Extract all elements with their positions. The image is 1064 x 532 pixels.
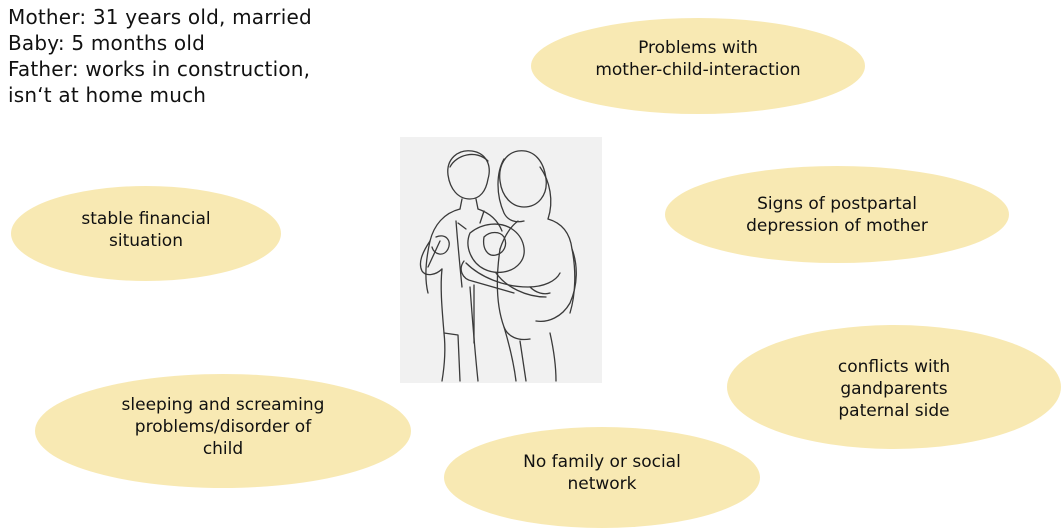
factor-bubble-conflicts: conflicts with gandparents paternal side: [727, 325, 1061, 449]
factor-bubble-depression: Signs of postpartal depression of mother: [665, 166, 1009, 263]
father-info-line-2: isn‘t at home much: [8, 83, 207, 107]
factor-financial-line-1: stable financial: [81, 208, 211, 229]
baby-info: Baby: 5 months old: [8, 31, 206, 55]
factor-sleeping-line-3: child: [202, 439, 244, 459]
factor-bubble-network: No family or social network: [444, 427, 760, 528]
factor-bubble-interaction: Problems with mother-child-interaction: [531, 18, 865, 114]
factor-conflicts-line-2: gandparents: [840, 379, 948, 399]
factor-sleeping-line-2: problems/disorder of: [134, 417, 312, 437]
factor-conflicts-line-3: paternal side: [838, 401, 950, 421]
factor-bubble-sleeping: sleeping and screaming problems/disorder…: [35, 374, 411, 488]
mother-info: Mother: 31 years old, married: [8, 5, 312, 29]
factor-sleeping-line-1: sleeping and screaming: [121, 395, 325, 415]
factor-depression-line-2: depression of mother: [746, 215, 928, 236]
father-info-line-1: Father: works in construction,: [8, 57, 311, 81]
factor-financial-line-2: situation: [108, 230, 183, 251]
factor-interaction-line-2: mother-child-interaction: [595, 60, 801, 80]
family-line-drawing-icon: [419, 150, 577, 382]
factor-interaction-line-1: Problems with: [638, 38, 758, 58]
family-illustration: [400, 137, 602, 383]
family-info: Mother: 31 years old, married Baby: 5 mo…: [8, 4, 312, 108]
factor-conflicts-line-1: conflicts with: [837, 357, 951, 377]
factor-depression-line-1: Signs of postpartal: [757, 193, 917, 214]
factor-network-line-1: No family or social: [523, 451, 681, 472]
factor-network-line-2: network: [567, 473, 637, 494]
factor-bubble-financial: stable financial situation: [11, 186, 281, 281]
